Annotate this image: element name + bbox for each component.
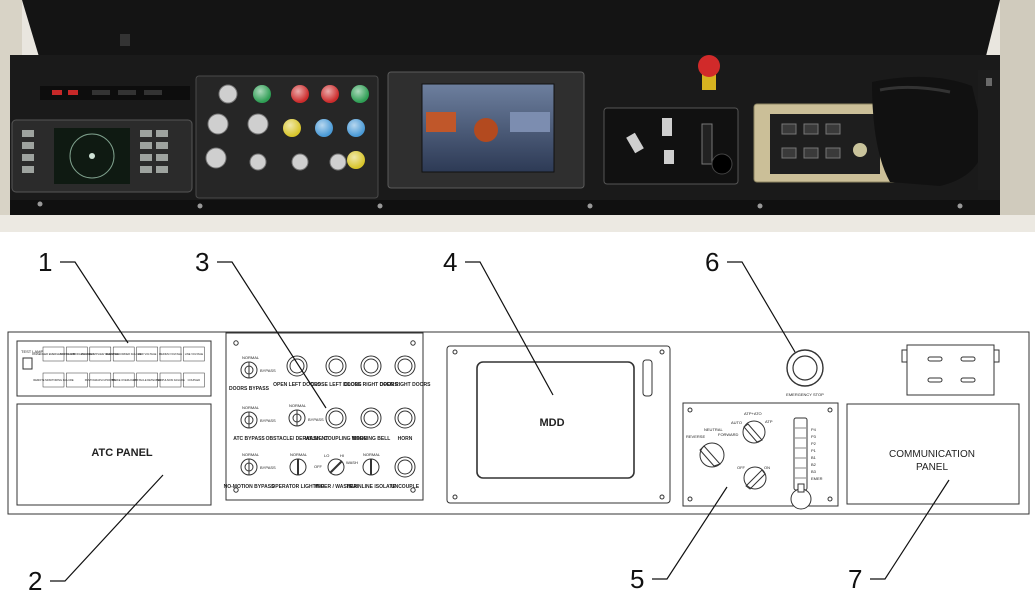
close-left-doors-button[interactable]: [326, 356, 346, 376]
notch-labels: P4 P3 P2 P1 B1 B2 B3 EMER: [811, 427, 823, 481]
direction-forward: FORWARD: [718, 432, 739, 437]
callout-2: 2: [28, 566, 42, 594]
indicator-label: LOW VOLTAGE: [138, 352, 157, 356]
indicator-label: MEDIUM VOLTAGE: [159, 352, 182, 356]
wiper-off: OFF: [314, 464, 323, 469]
callout-6: 6: [705, 247, 719, 277]
console-line-diagram: TEST LAMP PASSENGER EMERGENCY ALARMDOORS…: [0, 232, 1035, 594]
callout-1: 1: [38, 247, 52, 277]
key-off: OFF: [737, 465, 746, 470]
console-photo: [0, 0, 1035, 232]
wiper-washer-switch[interactable]: [328, 459, 344, 475]
doors-bypass-bypass: BYPASS: [260, 368, 276, 373]
open-right-doors-label: OPEN RIGHT DOORS: [380, 382, 432, 388]
operator-lighting-switch[interactable]: [290, 459, 306, 475]
indicator-label: REMOTE MONITORING FAILURE: [33, 378, 73, 382]
obstacle-derailment-switch[interactable]: [289, 410, 305, 426]
atc-bypass-bypass: BYPASS: [260, 418, 276, 423]
mode-selector-switch[interactable]: [743, 421, 765, 443]
warning-bell-button[interactable]: [361, 408, 381, 428]
indicator-row-2: REMOTE MONITORING FAILUREPANTOGRAPH UP/D…: [33, 373, 204, 387]
trainline-isolate-label: TRAINLINE ISOLATE: [346, 484, 396, 490]
atc-bypass-label: ATC BYPASS: [233, 436, 265, 442]
emergency-stop-button[interactable]: [787, 350, 823, 386]
test-lamp-button[interactable]: [23, 358, 32, 369]
operator-lighting-normal: NORMAL: [290, 452, 308, 457]
callout-5: 5: [630, 564, 644, 594]
indicator-label: PROPULSION FAILURE: [156, 378, 185, 382]
uncouple-label: UNCOUPLE: [391, 484, 420, 490]
open-right-doors-button[interactable]: [395, 356, 415, 376]
atc-bypass-switch[interactable]: [241, 412, 257, 428]
mode-auto: AUTO: [731, 420, 742, 425]
emergency-stop-label: EMERGENCY STOP: [786, 392, 824, 397]
indicator-label: COUPLED: [188, 378, 201, 382]
console-outline: [8, 332, 1029, 514]
atc-bypass-normal: NORMAL: [242, 405, 260, 410]
wiper-wash: WASH: [346, 460, 358, 465]
indicator-row-1: PASSENGER EMERGENCY ALARMDOORS & BRIDGE …: [32, 347, 204, 361]
callout-3: 3: [195, 247, 209, 277]
notch-p2: P2: [811, 441, 817, 446]
mdd-side-control[interactable]: [643, 360, 652, 396]
notch-b2: B2: [811, 462, 817, 467]
callout-4: 4: [443, 247, 457, 277]
direction-switch[interactable]: [700, 443, 724, 467]
trainline-normal: NORMAL: [363, 452, 381, 457]
communication-panel-title-1: COMMUNICATION: [889, 449, 975, 460]
warning-bell-label: WARNING BELL: [352, 436, 391, 442]
atc-panel-title: ATC PANEL: [91, 447, 153, 459]
notch-emer: EMER: [811, 476, 823, 481]
throttle-slot: [794, 418, 807, 490]
direction-reverse: REVERSE: [686, 434, 705, 439]
no-motion-bypass: BYPASS: [260, 465, 276, 470]
close-right-doors-button[interactable]: [361, 356, 381, 376]
callout-7: 7: [848, 564, 862, 594]
key-on: ON: [764, 465, 770, 470]
wiper-lo: LO: [324, 453, 329, 458]
notch-p3: P3: [811, 434, 817, 439]
horn-label: HORN: [398, 436, 413, 442]
wiper-hi: HI: [340, 453, 344, 458]
wash-coupling-mode-button[interactable]: [326, 408, 346, 428]
atc-indicator-box: [17, 341, 211, 396]
no-motion-normal: NORMAL: [242, 452, 260, 457]
uncouple-button[interactable]: [395, 457, 415, 477]
trainline-isolate-switch[interactable]: [363, 459, 379, 475]
notch-b3: B3: [811, 469, 817, 474]
horn-button[interactable]: [395, 408, 415, 428]
indicator-label: LINE VOLTAGE: [185, 352, 204, 356]
doors-bypass-switch[interactable]: [241, 362, 257, 378]
key-switch[interactable]: [744, 467, 766, 489]
no-motion-bypass-switch[interactable]: [241, 459, 257, 475]
obstacle-normal: NORMAL: [289, 403, 307, 408]
notch-p4: P4: [811, 427, 817, 432]
mode-atp: ATP: [765, 419, 773, 424]
notch-b1: B1: [811, 455, 817, 460]
notch-p1: P1: [811, 448, 817, 453]
mode-atp-ato: ATP+ATO: [744, 411, 762, 416]
communication-panel-title-2: PANEL: [916, 462, 948, 473]
callout-leaders: [50, 262, 949, 581]
no-motion-bypass-label: NO-MOTION BYPASS: [224, 484, 275, 490]
doors-bypass-label: DOORS BYPASS: [229, 386, 270, 392]
mdd-label: MDD: [539, 417, 564, 429]
obstacle-bypass: BYPASS: [308, 417, 324, 422]
handset-holder: [902, 345, 999, 395]
doors-bypass-normal: NORMAL: [242, 355, 260, 360]
